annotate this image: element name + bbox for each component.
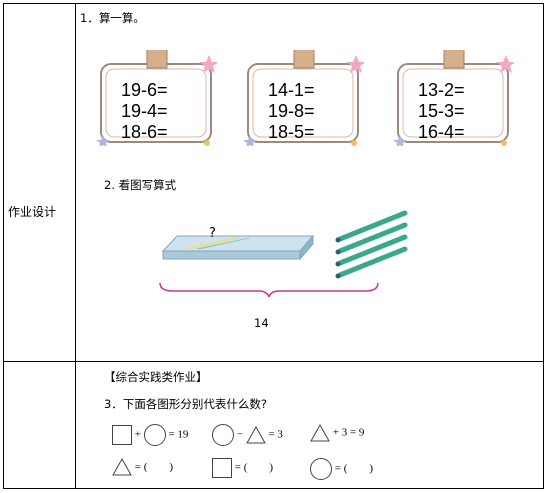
square-shape: [112, 425, 132, 445]
pencils-illustration: [159, 210, 408, 297]
equation: 13-2=: [418, 80, 465, 100]
total-label: 14: [254, 316, 269, 330]
shape-equation-2: − = 3: [212, 424, 283, 446]
equation: 18-6=: [121, 122, 168, 142]
circle-shape: [143, 424, 166, 446]
equation-frame-2: 14-1= 19-8= 18-5=: [242, 50, 364, 146]
equation: 16-4=: [418, 122, 465, 142]
square-shape: [212, 458, 232, 478]
frame-border: [96, 50, 217, 146]
column-divider: [75, 4, 76, 488]
row-label: 作业设计: [8, 205, 57, 219]
minus-sign: −: [236, 428, 243, 441]
equation: 19-6=: [121, 80, 168, 100]
square-answer: = ( ): [212, 458, 273, 478]
answer-blank: = ( ): [334, 462, 374, 475]
homework-table: [3, 3, 544, 489]
triangle-answer: = ( ): [112, 458, 173, 476]
triangle-shape: [112, 458, 132, 476]
circle-answer: = ( ): [310, 458, 373, 480]
circle-shape: [212, 424, 234, 446]
question-1-title: 1．算一算。: [80, 11, 145, 25]
answer-blank: = ( ): [234, 461, 274, 474]
shape-equation-3: + 3 = 9: [310, 424, 364, 442]
circle-shape: [310, 458, 332, 480]
equation: 19-4=: [121, 101, 168, 121]
equation: 18-5=: [268, 122, 315, 142]
equation: 14-1=: [268, 80, 315, 100]
question-3-title: 3．下面各图形分别代表什么数?: [104, 397, 267, 411]
question-2-title: 2. 看图写算式: [104, 178, 177, 192]
frame-border: [393, 50, 514, 146]
equation-frame-3: 13-2= 15-3= 16-4=: [392, 50, 514, 146]
equation: 15-3=: [418, 101, 465, 121]
plus-value: + 3 = 9: [332, 426, 365, 439]
row-divider: [4, 361, 543, 362]
plus-sign: +: [134, 428, 141, 441]
triangle-shape: [310, 424, 330, 442]
equation: 19-8=: [268, 101, 315, 121]
equation-frame-1: 19-6= 19-4= 18-6=: [95, 50, 217, 146]
shape-equation-1: + = 19: [112, 424, 188, 446]
frame-border: [243, 50, 364, 146]
question-mark: ?: [209, 226, 216, 241]
equals-value: = 3: [268, 428, 283, 441]
triangle-shape: [245, 426, 266, 444]
answer-blank: = ( ): [134, 461, 174, 473]
section-title: 【综合实践类作业】: [104, 370, 208, 384]
equals-value: = 19: [168, 428, 189, 441]
